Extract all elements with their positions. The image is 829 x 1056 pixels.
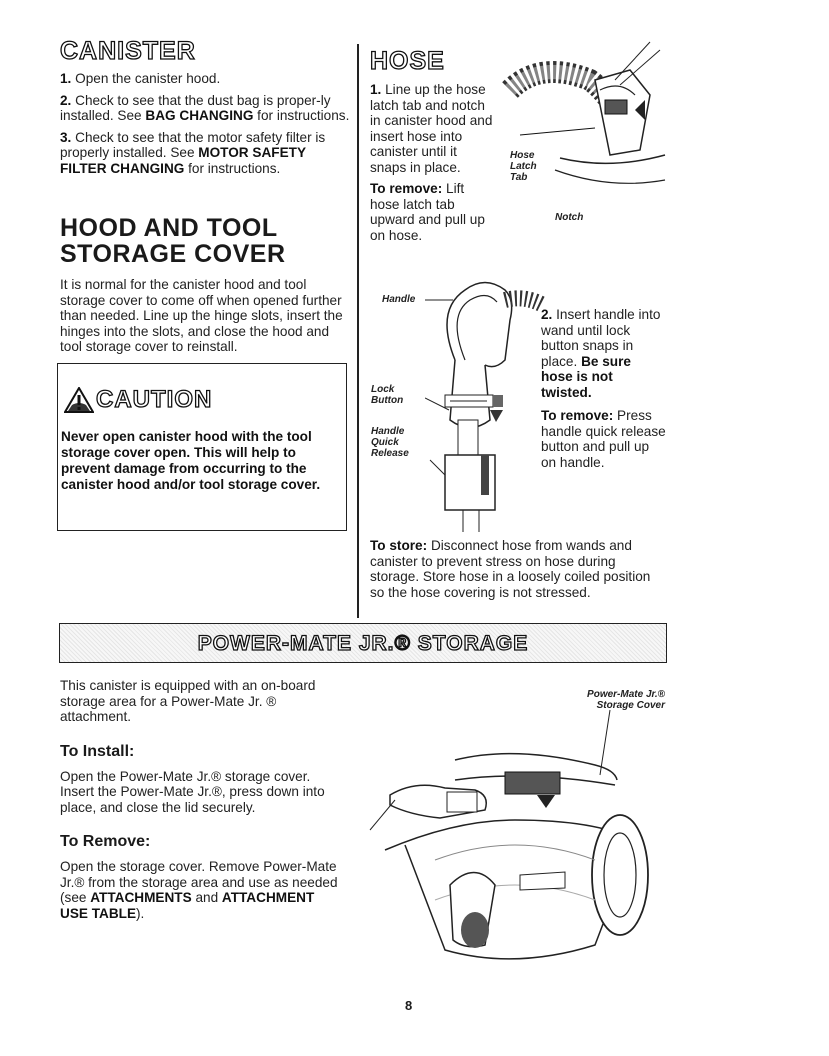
step-number: 2. — [60, 92, 72, 108]
remove-text: Lift hose latch tab upward and pull up o… — [370, 181, 485, 243]
step-text: Check to see that the motor safety filte… — [60, 129, 326, 161]
install-text: Open the Power-Mate Jr.® storage cover. … — [60, 768, 325, 815]
canister-section: CANISTER 1. Open the canister hood. 2. C… — [59, 37, 350, 177]
remove-label: To remove: — [370, 181, 443, 196]
canister-illustration — [369, 709, 649, 960]
hose-step-2-block: 2. Insert handle into wand until lock bu… — [541, 307, 666, 470]
quick-release-label: Handle Quick Release — [371, 426, 409, 459]
motor-filter-ref: MOTOR SAFETY FILTER CHANGING — [60, 145, 306, 176]
step-number: 2. — [541, 307, 553, 322]
step-number: 1. — [370, 82, 382, 97]
step-text: for instructions. — [253, 108, 350, 123]
hose-step-1: 1. Line up the hose latch tab and notch … — [370, 82, 495, 175]
hose-store-text: To store: Disconnect hose from wands and… — [370, 538, 660, 600]
hose-latch-illustration — [502, 41, 666, 184]
powermate-banner: POWER-MATE JR.® STORAGE — [59, 623, 667, 663]
hood-heading-line-2: STORAGE COVER — [60, 240, 286, 268]
canister-step-2: 2. Check to see that the dust bag is pro… — [60, 93, 350, 124]
powermate-heading: POWER-MATE JR.® STORAGE — [197, 631, 529, 655]
install-heading: To Install: — [60, 742, 135, 760]
step-number: 1. — [60, 71, 72, 86]
hood-heading: HOOD AND TOOL STORAGE COVER — [60, 215, 350, 267]
notch-label: Notch — [555, 212, 584, 223]
hose-twist-warning: Be sure hose is not twisted. — [541, 353, 631, 400]
warning-triangle-icon — [64, 387, 94, 413]
canister-heading: CANISTER — [59, 37, 196, 65]
hose-step-2: 2. Insert handle into wand until lock bu… — [541, 307, 666, 400]
remove-text: Press handle quick release button and pu… — [541, 408, 666, 470]
canister-step-3: 3. Check to see that the motor safety fi… — [60, 130, 350, 177]
bag-changing-ref: BAG CHANGING — [145, 108, 254, 123]
remove-mid: and — [191, 890, 222, 905]
hose-section: HOSE 1. Line up the hose latch tab and n… — [369, 47, 500, 243]
powermate-intro: This canister is equipped with an on-boa… — [60, 678, 316, 724]
remove-heading: To Remove: — [60, 833, 151, 850]
handle-illustration — [425, 281, 545, 532]
attachments-ref: ATTACHMENTS — [90, 890, 192, 905]
hood-section: HOOD AND TOOL STORAGE COVER It is normal… — [60, 215, 350, 355]
hose-latch-tab-label: Hose Latch Tab — [510, 150, 537, 183]
lock-button-label: Lock Button — [371, 384, 404, 406]
store-text: Disconnect hose from wands and canister … — [370, 538, 651, 600]
step-text: Insert handle into wand until lock butto… — [541, 307, 661, 369]
step-number: 3. — [60, 129, 72, 145]
caution-header: CAUTION — [64, 385, 213, 414]
page-number: 8 — [405, 998, 413, 1013]
attachment-table-ref: ATTACHMENT USE TABLE — [60, 890, 315, 921]
remove-text: Open the storage cover. Remove Power-Mat… — [60, 859, 345, 921]
step-text: for instructions. — [184, 160, 281, 176]
hood-text: It is normal for the canister hood and t… — [60, 277, 343, 354]
powermate-section: This canister is equipped with an on-boa… — [60, 678, 345, 921]
remove-text-b: ). — [136, 905, 145, 921]
caution-heading: CAUTION — [95, 385, 213, 413]
store-label: To store: — [370, 538, 428, 553]
hose-remove-2: To remove: Press handle quick release bu… — [541, 408, 666, 470]
step-text: Open the canister hood. — [75, 71, 221, 86]
caution-box: CAUTION Never open canister hood with th… — [57, 363, 347, 531]
hose-remove-1: To remove: Lift hose latch tab upward an… — [370, 181, 495, 243]
remove-text-a: Open the storage cover. Remove Power-Mat… — [60, 859, 338, 905]
remove-label: To remove: — [541, 408, 614, 423]
caution-text: Never open canister hood with the tool s… — [61, 429, 321, 492]
step-text: Check to see that the dust bag is proper… — [60, 92, 331, 124]
hose-heading: HOSE — [369, 47, 445, 75]
step-text: Line up the hose latch tab and notch in … — [370, 82, 493, 175]
canister-step-1: 1. Open the canister hood. — [60, 71, 350, 87]
hood-heading-line-1: HOOD AND TOOL — [60, 214, 278, 242]
handle-label: Handle — [382, 294, 416, 305]
column-divider — [357, 44, 359, 618]
storage-cover-label: Power-Mate Jr.® Storage Cover — [587, 689, 665, 711]
